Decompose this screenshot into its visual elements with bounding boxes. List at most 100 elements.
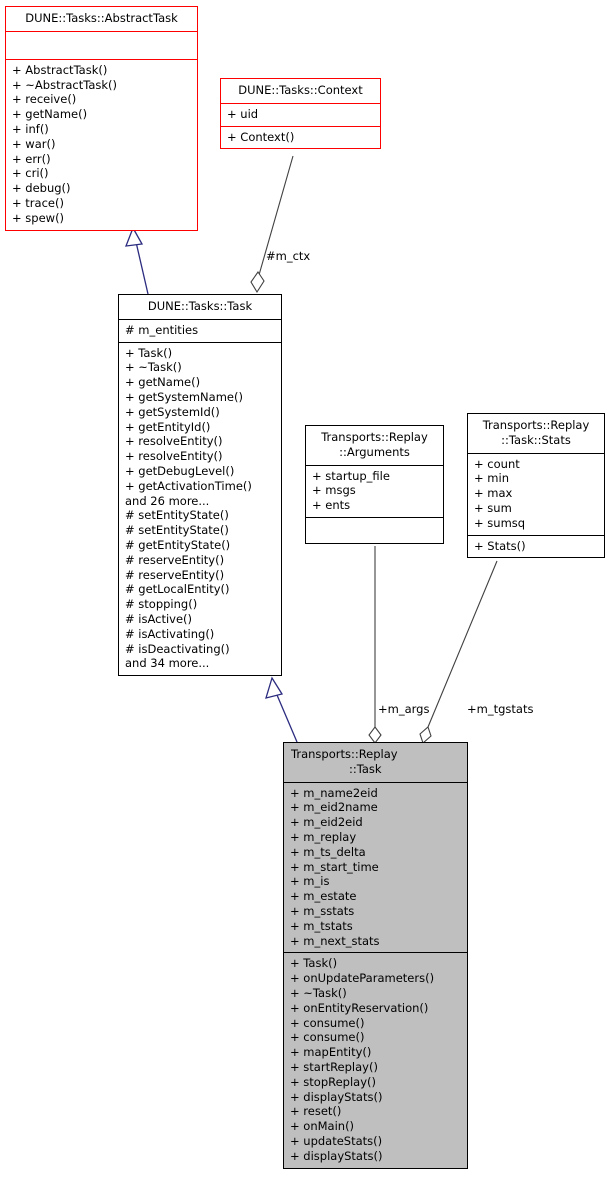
class-member: # reserveEntity() [125,552,225,567]
class-attributes-replay-task-stats: + count+ min+ max+ sum+ sumsq [468,452,604,535]
class-box-replay-task-stats[interactable]: Transports::Replay ::Task::Stats + count… [467,413,605,559]
class-member: + m_is [290,874,330,889]
edge-label-m-ctx: #m_ctx [266,249,311,263]
class-member: + updateStats() [290,1133,383,1148]
inheritance-edge-task-replaytask [265,676,298,743]
class-member: # getLocalEntity() [125,582,230,597]
class-title-task: DUNE::Tasks::Task [147,299,253,313]
class-member: # reserveEntity() [125,567,225,582]
class-attributes-task: # m_entities [119,318,281,342]
class-member: + ents [312,498,351,513]
class-member: + ~AbstractTask() [12,77,117,92]
class-title-replay-arguments: Transports::Replay ::Arguments [306,426,443,465]
class-member: + m_replay [290,829,357,844]
class-title-line2: ::Arguments [339,444,410,459]
class-member: + getName() [125,375,201,390]
class-member: + ~Task() [290,985,347,1000]
class-title-context: DUNE::Tasks::Context [238,83,363,97]
class-member: + getDebugLevel() [125,463,235,478]
class-member: + onUpdateParameters() [290,971,435,986]
class-member: + msgs [312,483,356,498]
class-member: + war() [12,136,56,151]
class-member: + min [474,471,509,486]
class-member: + spew() [12,210,65,225]
class-member: + m_eid2eid [290,815,363,830]
class-member: + uid [227,106,259,121]
class-member: + AbstractTask() [12,62,108,77]
class-member: # getEntityState() [125,537,231,552]
class-title-line2: ::Task [349,761,382,776]
class-member: + stopReplay() [290,1074,376,1089]
class-member: + startup_file [312,468,390,483]
class-methods-task: + Task()+ ~Task()+ getName()+ getSystemN… [119,341,281,676]
class-member: + getEntityId() [125,419,211,434]
class-member: # setEntityState() [125,508,229,523]
class-box-context[interactable]: DUNE::Tasks::Context + uid + Context() [220,78,381,150]
class-attributes-context: + uid [221,102,380,126]
class-member: + m_ts_delta [290,844,366,859]
class-member: + resolveEntity() [125,449,223,464]
class-title-line1: Transports::Replay [321,430,428,444]
class-member: + m_name2eid [290,785,378,800]
class-methods-replay-task-stats: + Stats() [468,534,604,558]
class-member: # isActive() [125,611,193,626]
class-attributes-abstract-task [6,30,197,59]
class-member: + m_tstats [290,918,353,933]
class-member: + Context() [227,129,295,144]
class-member: + m_next_stats [290,933,380,948]
class-box-abstract-task[interactable]: DUNE::Tasks::AbstractTask + AbstractTask… [5,6,198,231]
class-member: + max [474,486,513,501]
class-methods-replay-arguments [306,516,443,543]
class-member: + consume() [290,1015,365,1030]
class-member: + onMain() [290,1119,355,1134]
class-title-replay-task: Transports::Replay ::Task [284,743,467,782]
class-member: # setEntityState() [125,523,229,538]
class-member: + reset() [290,1104,342,1119]
class-member: + consume() [290,1030,365,1045]
class-member: + trace() [12,195,64,210]
class-attributes-replay-arguments: + startup_file+ msgs+ ents [306,464,443,517]
class-member: + getActivationTime() [125,478,252,493]
class-member: and 34 more... [125,656,210,671]
class-member: # isDeactivating() [125,641,230,656]
class-attributes-replay-task: + m_name2eid+ m_eid2name+ m_eid2eid+ m_r… [284,781,467,953]
class-member: + m_start_time [290,859,379,874]
class-member: + cri() [12,166,49,181]
class-member: + getSystemId() [125,404,220,419]
class-methods-abstract-task: + AbstractTask()+ ~AbstractTask()+ recei… [6,58,197,230]
class-box-replay-task[interactable]: Transports::Replay ::Task + m_name2eid+ … [283,742,468,1169]
edge-label-m-tgstats: +m_tgstats [467,702,534,716]
class-methods-context: + Context() [221,125,380,149]
association-edge-context-task [250,155,294,294]
class-member: + err() [12,151,51,166]
class-title-line1: Transports::Replay [482,418,590,432]
class-member: + ~Task() [125,360,182,375]
class-member: + m_eid2name [290,800,378,815]
class-member: + m_estate [290,889,357,904]
class-box-replay-arguments[interactable]: Transports::Replay ::Arguments + startup… [305,425,444,544]
class-title-abstract-task: DUNE::Tasks::AbstractTask [25,11,178,25]
class-member: + Task() [125,345,173,360]
class-title-line1: Transports::Replay [291,747,398,761]
class-member: # stopping() [125,597,198,612]
class-member: + getName() [12,107,88,122]
class-member: + Stats() [474,538,526,553]
class-member: + getSystemName() [125,389,243,404]
inheritance-edge-abstracttask-task [124,226,149,295]
class-member: + startReplay() [290,1059,378,1074]
class-member: + sum [474,500,512,515]
class-member: # m_entities [125,322,199,337]
class-member: + receive() [12,92,77,107]
class-member: and 26 more... [125,493,210,508]
class-member: + mapEntity() [290,1045,372,1060]
class-methods-replay-task: + Task()+ onUpdateParameters()+ ~Task() +… [284,952,467,1167]
class-member: + debug() [12,181,71,196]
class-title-replay-task-stats: Transports::Replay ::Task::Stats [468,414,604,453]
class-member: + inf() [12,121,49,136]
class-title-line2: ::Task::Stats [501,432,571,447]
class-member: + Task() [290,956,338,971]
class-box-task[interactable]: DUNE::Tasks::Task # m_entities + Task()+… [118,294,282,677]
class-member: + resolveEntity() [125,434,223,449]
class-member: + displayStats() [290,1148,383,1163]
